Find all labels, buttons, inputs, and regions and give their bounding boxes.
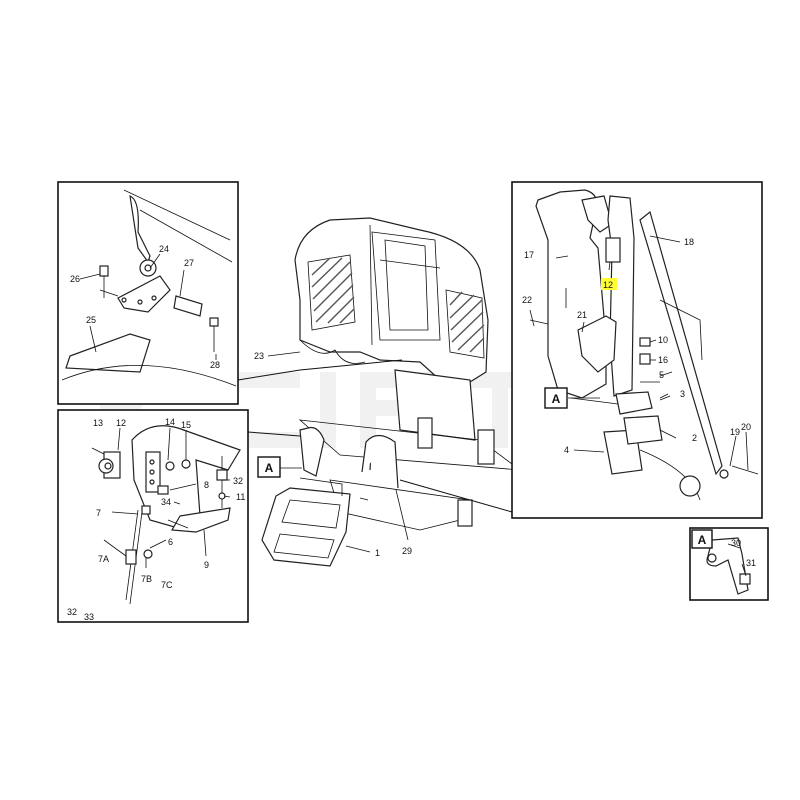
callout-12-right[interactable]: 12 (603, 280, 613, 290)
callout-11[interactable]: 11 (236, 492, 245, 502)
left-grille (307, 254, 356, 331)
callout-20[interactable]: 20 (741, 422, 751, 432)
callout-31[interactable]: 31 (746, 558, 756, 568)
callout-14[interactable]: 14 (165, 417, 175, 427)
callout-5[interactable]: 5 (659, 370, 664, 380)
callout-2[interactable]: 2 (692, 433, 697, 443)
callout-23[interactable]: 23 (254, 351, 264, 361)
main-cab-drawing (261, 217, 522, 567)
callout-7a[interactable]: 7A (98, 554, 109, 564)
callout-4[interactable]: 4 (564, 445, 569, 455)
callout-25[interactable]: 25 (86, 315, 96, 325)
callout-24[interactable]: 24 (159, 244, 169, 254)
callout-32-bottom[interactable]: 32 (67, 607, 77, 617)
view-marker-main-label: A (265, 461, 274, 475)
callout-19[interactable]: 19 (730, 427, 740, 437)
callout-13[interactable]: 13 (93, 418, 103, 428)
right-grille (445, 289, 485, 359)
callout-33[interactable]: 33 (84, 612, 94, 622)
callout-32-left[interactable]: 32 (233, 476, 243, 486)
callout-8[interactable]: 8 (204, 480, 209, 490)
callout-26[interactable]: 26 (70, 274, 80, 284)
callout-30[interactable]: 30 (731, 538, 741, 548)
view-marker-inset: A (691, 529, 713, 549)
callout-29[interactable]: 29 (402, 546, 412, 556)
callout-labels: 26 24 27 25 28 23 1 29 17 18 12 22 21 10… (67, 237, 756, 622)
callout-17[interactable]: 17 (524, 250, 534, 260)
callout-28[interactable]: 28 (210, 360, 220, 370)
callout-6[interactable]: 6 (168, 537, 173, 547)
view-marker-main: A (257, 456, 281, 478)
callout-15[interactable]: 15 (181, 420, 191, 430)
callout-22[interactable]: 22 (522, 295, 532, 305)
view-marker-right-label: A (552, 392, 561, 406)
highlight-callout-12 (601, 278, 617, 290)
callout-27[interactable]: 27 (184, 258, 194, 268)
inset-bottom-left (57, 409, 249, 623)
leader-lines (79, 235, 749, 577)
leader-inset-right (399, 479, 513, 513)
callout-21[interactable]: 21 (577, 310, 587, 320)
callout-34[interactable]: 34 (161, 497, 171, 507)
callout-7[interactable]: 7 (96, 508, 101, 518)
inset-top-left (57, 181, 239, 405)
view-marker-inset-label: A (698, 533, 707, 547)
leader-inset-bottom-left (247, 431, 301, 437)
callout-12-left[interactable]: 12 (116, 418, 126, 428)
callout-9[interactable]: 9 (204, 560, 209, 570)
callout-18[interactable]: 18 (684, 237, 694, 247)
view-marker-right: A (544, 387, 568, 409)
callout-10[interactable]: 10 (658, 335, 668, 345)
callout-16[interactable]: 16 (658, 355, 668, 365)
leader-inset-top-left (237, 359, 403, 381)
callout-3[interactable]: 3 (680, 389, 685, 399)
callout-7b[interactable]: 7B (141, 574, 152, 584)
callout-1[interactable]: 1 (375, 548, 380, 558)
inset-right (511, 181, 763, 519)
callout-7c[interactable]: 7C (161, 580, 173, 590)
